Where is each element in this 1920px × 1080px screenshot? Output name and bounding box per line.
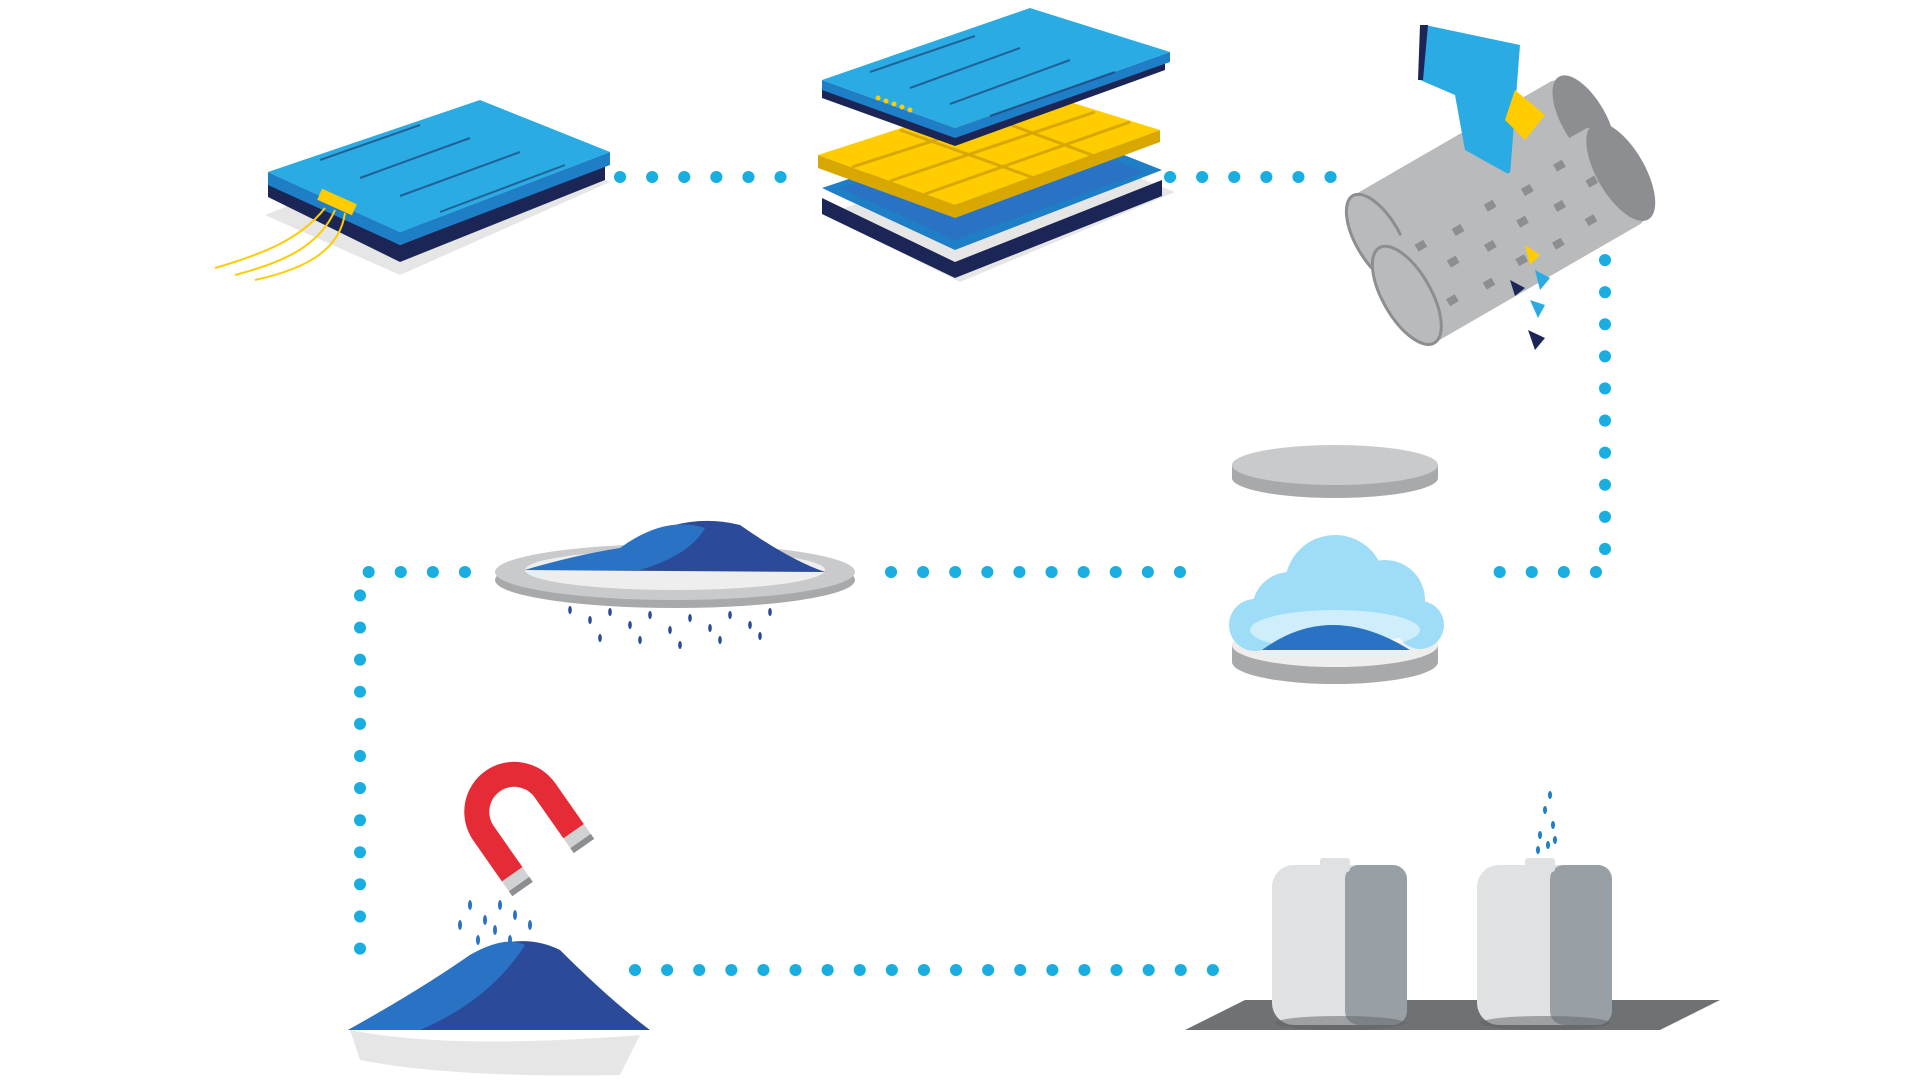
magnetic-separation-icon (348, 761, 650, 1076)
heating-chamber-icon (1229, 445, 1444, 684)
connector-shredder-to-heating (1484, 254, 1611, 578)
battery-pack-icon (214, 100, 610, 281)
sieve-dish-icon (495, 520, 855, 649)
connector-sieve-to-magnet (354, 566, 471, 961)
disassembled-battery-icon (818, 8, 1175, 282)
storage-tanks-icon (1185, 791, 1720, 1030)
process-connectors (354, 171, 1611, 976)
shredder-rollers-icon (1344, 25, 1656, 350)
